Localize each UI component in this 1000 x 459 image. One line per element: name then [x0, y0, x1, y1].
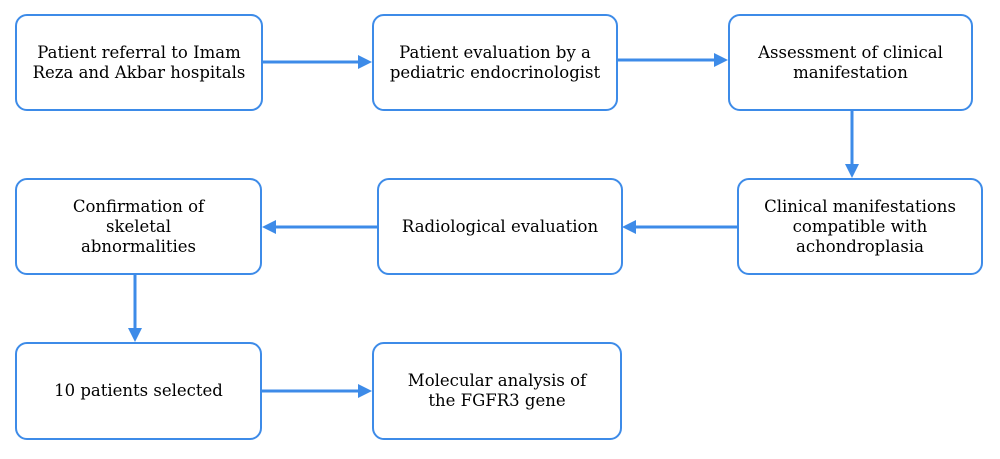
node-radiological-evaluation: Radiological evaluation: [377, 178, 623, 275]
arrow-evaluation-to-assessment: [618, 53, 728, 67]
arrow-compatible-to-radiological: [622, 220, 738, 234]
node-label: Molecular analysis of the FGFR3 gene: [407, 371, 587, 410]
node-molecular-analysis: Molecular analysis of the FGFR3 gene: [372, 342, 622, 440]
arrow-selected-to-molecular: [262, 384, 372, 398]
arrow-referral-to-evaluation: [262, 55, 372, 69]
node-patients-selected: 10 patients selected: [15, 342, 262, 440]
node-compatible-achondroplasia: Clinical manifestations compatible with …: [737, 178, 983, 275]
node-label: Assessment of clinical manifestation: [758, 42, 943, 82]
node-label: Confirmation of skeletal abnormalities: [72, 196, 205, 256]
node-label: Clinical manifestations compatible with …: [764, 196, 956, 256]
arrow-confirmation-to-selected: [128, 275, 142, 342]
node-skeletal-confirmation: Confirmation of skeletal abnormalities: [15, 178, 262, 275]
arrow-radiological-to-confirmation: [262, 220, 377, 234]
node-label: Patient evaluation by a pediatric endocr…: [389, 42, 601, 82]
node-patient-referral: Patient referral to Imam Reza and Akbar …: [15, 14, 263, 111]
node-patient-evaluation: Patient evaluation by a pediatric endocr…: [372, 14, 618, 111]
arrow-assessment-to-compatible: [845, 111, 859, 178]
node-label: Radiological evaluation: [401, 216, 599, 236]
node-clinical-assessment: Assessment of clinical manifestation: [728, 14, 973, 111]
node-label: Patient referral to Imam Reza and Akbar …: [32, 42, 246, 82]
node-label: 10 patients selected: [54, 381, 223, 400]
